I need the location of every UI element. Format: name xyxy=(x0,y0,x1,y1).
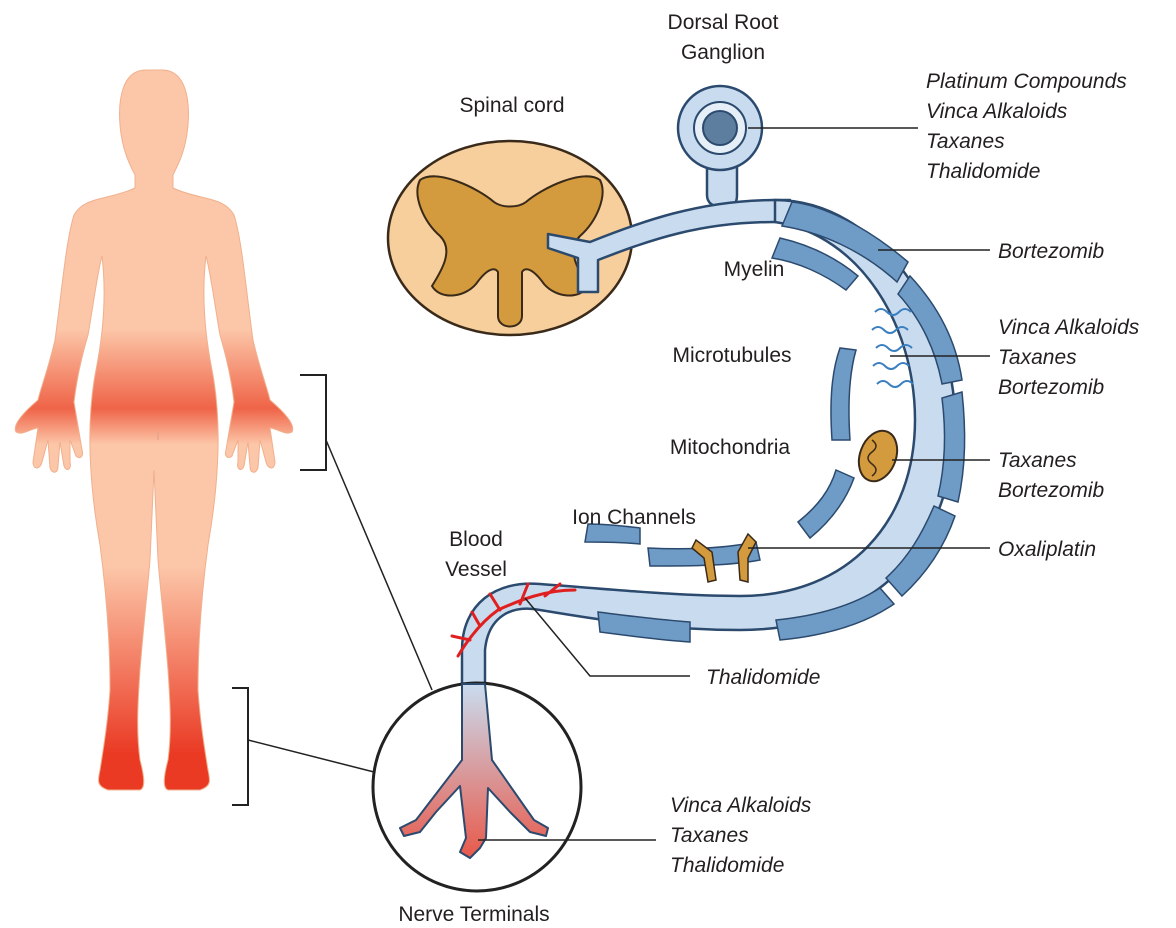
mitochondrion xyxy=(852,425,904,486)
drugs-microtubules: Vinca Alkaloids Taxanes Bortezomib xyxy=(998,316,1140,399)
drug-text: Vinca Alkaloids xyxy=(998,316,1140,339)
drugs-nerve-terminals: Vinca Alkaloids Taxanes Thalidomide xyxy=(670,794,812,877)
label-ion-channels: Ion Channels xyxy=(572,506,696,529)
spinal-cord-cross-section xyxy=(388,141,632,335)
label-blood-line2: Vessel xyxy=(445,558,507,581)
label-dorsal-root-line1: Dorsal Root xyxy=(668,11,779,34)
drug-text: Oxaliplatin xyxy=(998,538,1096,561)
connector-foot-to-terminals xyxy=(248,740,374,772)
label-spinal-cord: Spinal cord xyxy=(459,94,564,117)
drugs-ganglion: Platinum Compounds Vinca Alkaloids Taxan… xyxy=(926,70,1127,183)
bracket-hand xyxy=(300,375,326,470)
drug-text: Taxanes xyxy=(670,824,749,847)
label-microtubules: Microtubules xyxy=(672,344,791,367)
label-myelin: Myelin xyxy=(724,258,785,281)
label-nerve-terminals: Nerve Terminals xyxy=(398,903,549,926)
drug-text: Bortezomib xyxy=(998,240,1105,263)
label-dorsal-root-line2: Ganglion xyxy=(681,41,765,64)
label-mitochondria: Mitochondria xyxy=(670,436,791,459)
nerve-terminals-inset xyxy=(373,683,581,891)
drug-text: Taxanes xyxy=(926,130,1005,153)
body-silhouette xyxy=(15,70,293,790)
label-blood-line1: Blood xyxy=(449,528,503,551)
connector-hand-to-terminals xyxy=(326,440,432,690)
ganglion-nucleus xyxy=(703,111,737,145)
drug-text: Vinca Alkaloids xyxy=(670,794,812,817)
drug-text: Bortezomib xyxy=(998,376,1105,399)
drug-text: Platinum Compounds xyxy=(926,70,1127,93)
drug-text: Taxanes xyxy=(998,449,1077,472)
bracket-foot xyxy=(232,688,248,805)
drugs-mitochondria: Taxanes Bortezomib xyxy=(998,449,1105,502)
drug-text: Vinca Alkaloids xyxy=(926,100,1068,123)
drug-text: Taxanes xyxy=(998,346,1077,369)
human-body-figure xyxy=(15,70,293,790)
drug-text: Thalidomide xyxy=(670,854,784,877)
drugs-blood-vessel: Thalidomide xyxy=(706,666,820,689)
drugs-myelin: Bortezomib xyxy=(998,240,1105,263)
drug-text: Bortezomib xyxy=(998,479,1105,502)
drug-text: Thalidomide xyxy=(706,666,820,689)
drug-text: Thalidomide xyxy=(926,160,1040,183)
drugs-ion-channels: Oxaliplatin xyxy=(998,538,1096,561)
